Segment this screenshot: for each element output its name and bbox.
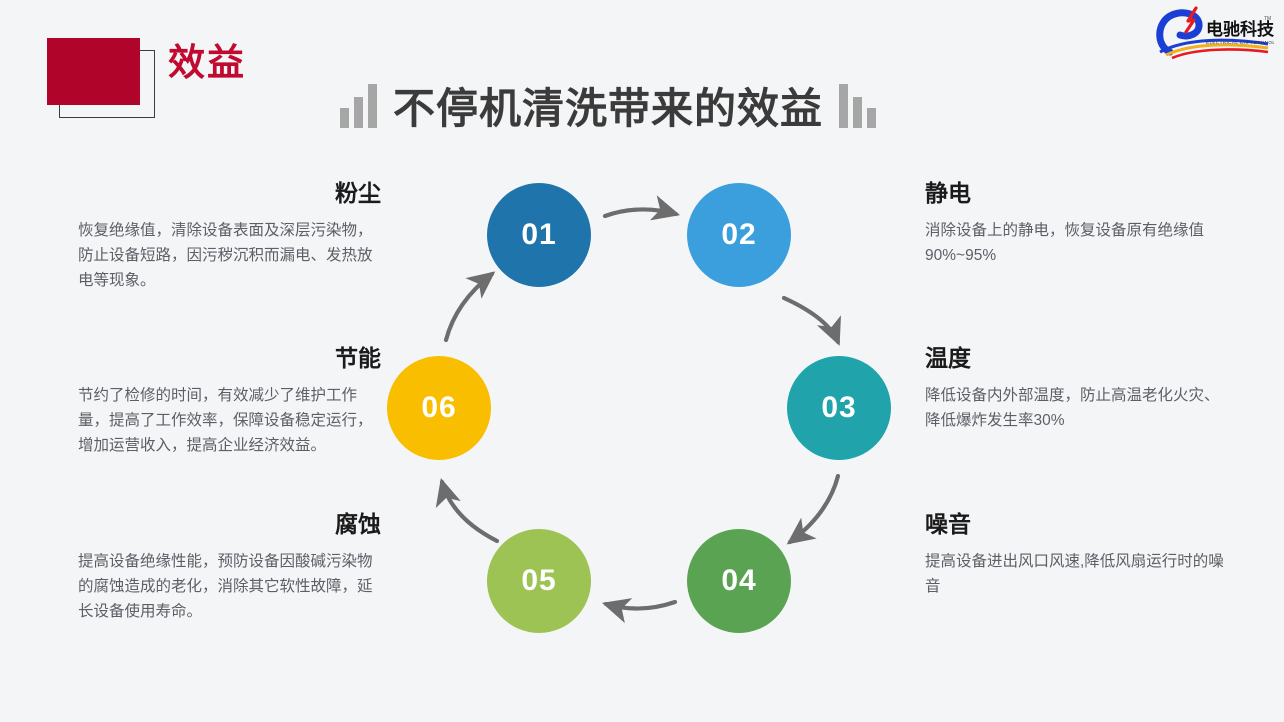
cycle-node-03[interactable]: 03 xyxy=(787,356,891,460)
benefit-title-corrosion: 腐蚀 xyxy=(335,511,381,537)
arrow-06-01 xyxy=(443,271,496,343)
svg-text:ELECTRICAL CHI TECHNOLOGY: ELECTRICAL CHI TECHNOLOGY xyxy=(1206,40,1274,45)
section-badge-label: 效益 xyxy=(168,42,246,83)
benefit-title-static: 静电 xyxy=(925,180,971,206)
page-title: 不停机清洗带来的效益 xyxy=(393,85,824,132)
svg-text:电驰科技: 电驰科技 xyxy=(1206,19,1274,39)
arrow-01-02 xyxy=(602,195,681,221)
arrow-03-04 xyxy=(786,473,841,545)
svg-text:TM: TM xyxy=(1264,16,1271,22)
benefit-body-dust: 恢复绝缘值，清除设备表面及深层污染物，防止设备短路，因污秽沉积而漏电、发热放电等… xyxy=(78,222,373,289)
cycle-node-02[interactable]: 02 xyxy=(687,183,791,287)
benefit-body-noise: 提高设备进出风口风速,降低风扇运行时的噪音 xyxy=(925,553,1224,595)
benefit-title-temperature: 温度 xyxy=(925,345,971,371)
cycle-arrows xyxy=(435,195,841,624)
benefit-title-dust: 粉尘 xyxy=(335,180,381,206)
descending-bars-icon xyxy=(839,82,877,128)
benefit-title-energy: 节能 xyxy=(335,345,381,371)
benefit-block-corrosion: 腐蚀 提高设备绝缘性能，预防设备因酸碱污染物的腐蚀造成的老化，消除其它软性故障，… xyxy=(78,513,383,624)
company-logo: 电驰科技 ELECTRICAL CHI TECHNOLOGY TM xyxy=(1152,4,1284,60)
ascending-bars-icon xyxy=(340,82,377,128)
benefit-block-temperature: 温度 降低设备内外部温度，防止高温老化火灾、降低爆炸发生率30% xyxy=(925,347,1230,433)
badge-fill-shape xyxy=(47,38,140,105)
cycle-node-05[interactable]: 05 xyxy=(487,529,591,633)
arrow-02-03 xyxy=(781,295,841,346)
benefit-body-corrosion: 提高设备绝缘性能，预防设备因酸碱污染物的腐蚀造成的老化，消除其它软性故障，延长设… xyxy=(78,553,373,620)
arrow-05-06 xyxy=(435,477,500,544)
cycle-node-01[interactable]: 01 xyxy=(487,183,591,287)
benefit-title-noise: 噪音 xyxy=(925,511,971,537)
benefit-block-static: 静电 消除设备上的静电，恢复设备原有绝缘值90%~95% xyxy=(925,182,1230,268)
benefit-block-dust: 粉尘 恢复绝缘值，清除设备表面及深层污染物，防止设备短路，因污秽沉积而漏电、发热… xyxy=(78,182,383,293)
benefit-block-noise: 噪音 提高设备进出风口风速,降低风扇运行时的噪音 xyxy=(925,513,1230,599)
benefit-block-energy: 节能 节约了检修的时间，有效减少了维护工作量，提高了工作效率，保障设备稳定运行，… xyxy=(78,347,383,458)
cycle-node-06[interactable]: 06 xyxy=(387,356,491,460)
benefit-body-static: 消除设备上的静电，恢复设备原有绝缘值90%~95% xyxy=(925,222,1205,264)
cycle-node-04[interactable]: 04 xyxy=(687,529,791,633)
page-header: 效益 不停机清洗带来的效益 电驰科技 ELECTRICAL CHI TECHNO… xyxy=(0,0,1284,150)
benefit-body-energy: 节约了检修的时间，有效减少了维护工作量，提高了工作效率，保障设备稳定运行，增加运… xyxy=(78,387,373,454)
section-badge xyxy=(47,38,157,118)
arrow-04-05 xyxy=(601,598,678,624)
benefit-body-temperature: 降低设备内外部温度，防止高温老化火灾、降低爆炸发生率30% xyxy=(925,387,1220,429)
title-row: 不停机清洗带来的效益 xyxy=(340,70,877,132)
cycle-diagram: 01 02 03 04 05 06 粉尘 恢复绝缘值，清除设备表面及深层污染物，… xyxy=(0,150,1284,722)
